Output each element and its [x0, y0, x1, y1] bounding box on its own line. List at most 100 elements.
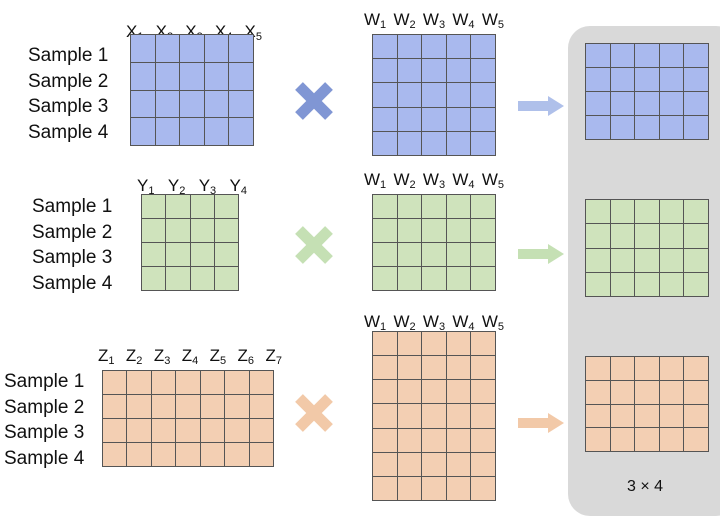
matrix-cell — [471, 476, 496, 501]
matrix-cell — [373, 219, 398, 243]
column-header: Y2 — [167, 176, 186, 197]
matrix-cell — [610, 68, 636, 92]
matrix-cell — [684, 357, 709, 381]
matrix-cell — [155, 62, 181, 91]
matrix-cell — [586, 116, 611, 140]
matrix-cell — [446, 195, 472, 219]
matrix-cell — [586, 68, 611, 92]
matrix-cell — [127, 419, 152, 443]
matrix-cell — [214, 195, 239, 219]
matrix-cell — [446, 428, 472, 453]
matrix-cell — [586, 200, 611, 225]
matrix-cell — [422, 243, 447, 267]
matrix-cell — [422, 404, 447, 429]
matrix-cell — [214, 219, 239, 243]
input-matrix — [102, 370, 274, 467]
column-header: Y4 — [229, 176, 247, 197]
matrix-cell — [684, 272, 709, 297]
matrix-cell — [446, 83, 472, 108]
matrix-cell — [103, 443, 128, 467]
matrix-cell — [166, 195, 191, 219]
matrix-cell — [684, 92, 709, 116]
matrix-cell — [446, 452, 472, 477]
matrix-cell — [373, 332, 398, 357]
matrix-cell — [471, 356, 496, 381]
matrix-cell — [155, 35, 181, 63]
matrix-cell — [200, 395, 226, 419]
matrix-cell — [446, 107, 472, 132]
matrix-cell — [151, 371, 177, 395]
matrix-cell — [422, 428, 447, 453]
matrix-cell — [471, 131, 496, 156]
matrix-cell — [422, 131, 447, 156]
matrix-cell — [586, 272, 611, 297]
matrix-cell — [610, 380, 636, 405]
matrix-cell — [635, 68, 660, 92]
matrix-cell — [249, 371, 274, 395]
matrix-cell — [131, 118, 156, 146]
matrix-cell — [397, 356, 423, 381]
matrix-cell — [659, 272, 685, 297]
matrix-cell — [659, 68, 685, 92]
matrix-cell — [127, 395, 152, 419]
sample-label: Sample 2 — [28, 70, 109, 92]
matrix-cell — [635, 224, 660, 249]
column-header: Z3 — [153, 346, 171, 367]
matrix-cell — [586, 248, 611, 273]
matrix-cell — [249, 395, 274, 419]
matrix-cell — [397, 35, 423, 60]
matrix-cell — [610, 224, 636, 249]
matrix-cell — [151, 395, 177, 419]
matrix-cell — [373, 35, 398, 60]
matrix-cell — [176, 371, 201, 395]
sample-label: Sample 4 — [32, 272, 113, 294]
matrix-cell — [142, 219, 167, 243]
sample-label: Sample 3 — [32, 247, 113, 268]
matrix-cell — [422, 195, 447, 219]
matrix-cell — [586, 44, 611, 68]
matrix-cell — [684, 380, 709, 405]
matrix-cell — [229, 62, 254, 91]
matrix-cell — [586, 92, 611, 116]
column-header: Z5 — [209, 346, 227, 367]
matrix-cell — [229, 118, 254, 146]
matrix-cell — [635, 404, 660, 429]
weight-matrix — [372, 34, 496, 156]
matrix-cell — [586, 357, 611, 381]
matrix-cell — [200, 371, 226, 395]
matrix-cell — [659, 44, 685, 68]
column-header: W1 — [364, 170, 387, 191]
matrix-cell — [471, 83, 496, 108]
matrix-cell — [446, 356, 472, 381]
matrix-cell — [180, 118, 205, 146]
matrix-cell — [610, 92, 636, 116]
matrix-cell — [373, 404, 398, 429]
matrix-cell — [422, 83, 447, 108]
column-header: X5 — [244, 22, 262, 43]
matrix-cell — [635, 200, 660, 225]
matrix-cell — [373, 356, 398, 381]
matrix-cell — [684, 44, 709, 68]
matrix-cell — [446, 131, 472, 156]
matrix-cell — [176, 419, 201, 443]
matrix-cell — [586, 428, 611, 452]
column-header: W5 — [481, 10, 504, 31]
output-dimension-label: 3 × 4 — [627, 478, 664, 495]
matrix-cell — [373, 452, 398, 477]
matrix-cell — [166, 219, 191, 243]
matrix-cell — [610, 357, 636, 381]
matrix-cell — [446, 59, 472, 84]
matrix-cell — [659, 92, 685, 116]
matrix-cell — [103, 419, 128, 443]
column-header: W2 — [393, 10, 416, 31]
matrix-cell — [229, 90, 254, 119]
matrix-cell — [373, 267, 398, 291]
column-header: W3 — [422, 170, 446, 191]
matrix-cell — [471, 404, 496, 429]
matrix-cell — [635, 92, 660, 116]
matrix-cell — [373, 107, 398, 132]
matrix-cell — [229, 35, 254, 63]
matrix-cell — [659, 380, 685, 405]
